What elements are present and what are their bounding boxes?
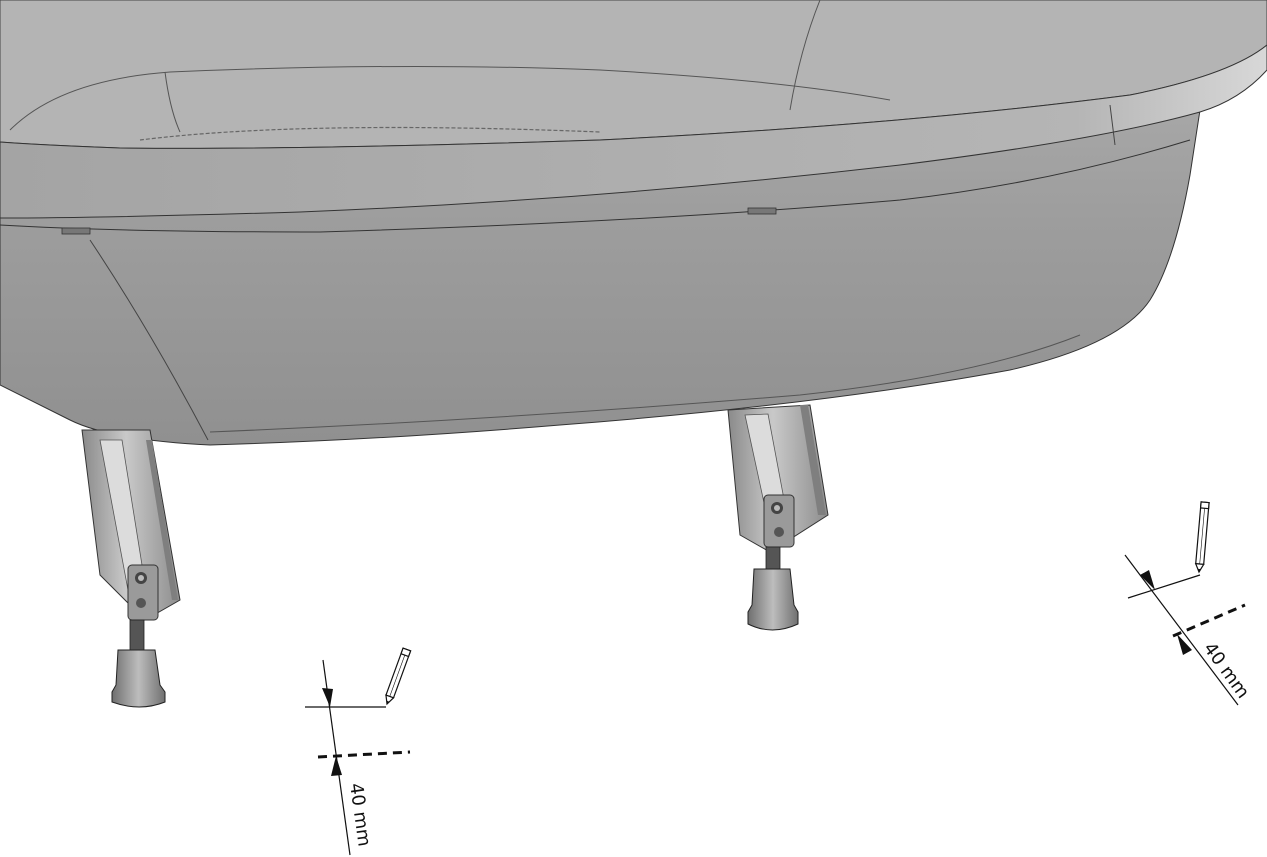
- dimension-marker-right: [1124, 554, 1246, 706]
- adjustable-foot: [111, 649, 166, 708]
- pencil-icon: [385, 647, 412, 706]
- rim-edge-line: [0, 139, 1191, 233]
- support-leg-left: [81, 429, 181, 708]
- dimension-label-left: 40 mm: [345, 782, 375, 848]
- basin-contour: [9, 65, 891, 131]
- pencil-icon: [1194, 501, 1210, 574]
- basin-seam: [164, 71, 181, 133]
- dimension-marker-left: [305, 659, 411, 856]
- body-seam-left: [89, 239, 209, 441]
- rim-joint: [1109, 104, 1116, 146]
- dimension-label-right: 40 mm: [1199, 639, 1253, 703]
- support-leg-middle: [727, 404, 829, 631]
- mounting-clip: [61, 227, 91, 235]
- mounting-clip: [747, 207, 777, 215]
- body-bottom-edge: [209, 334, 1081, 433]
- shell-seam: [789, 0, 821, 111]
- drain-edge: [139, 126, 601, 141]
- bathtub: [0, 0, 1267, 446]
- adjustable-foot: [747, 568, 799, 631]
